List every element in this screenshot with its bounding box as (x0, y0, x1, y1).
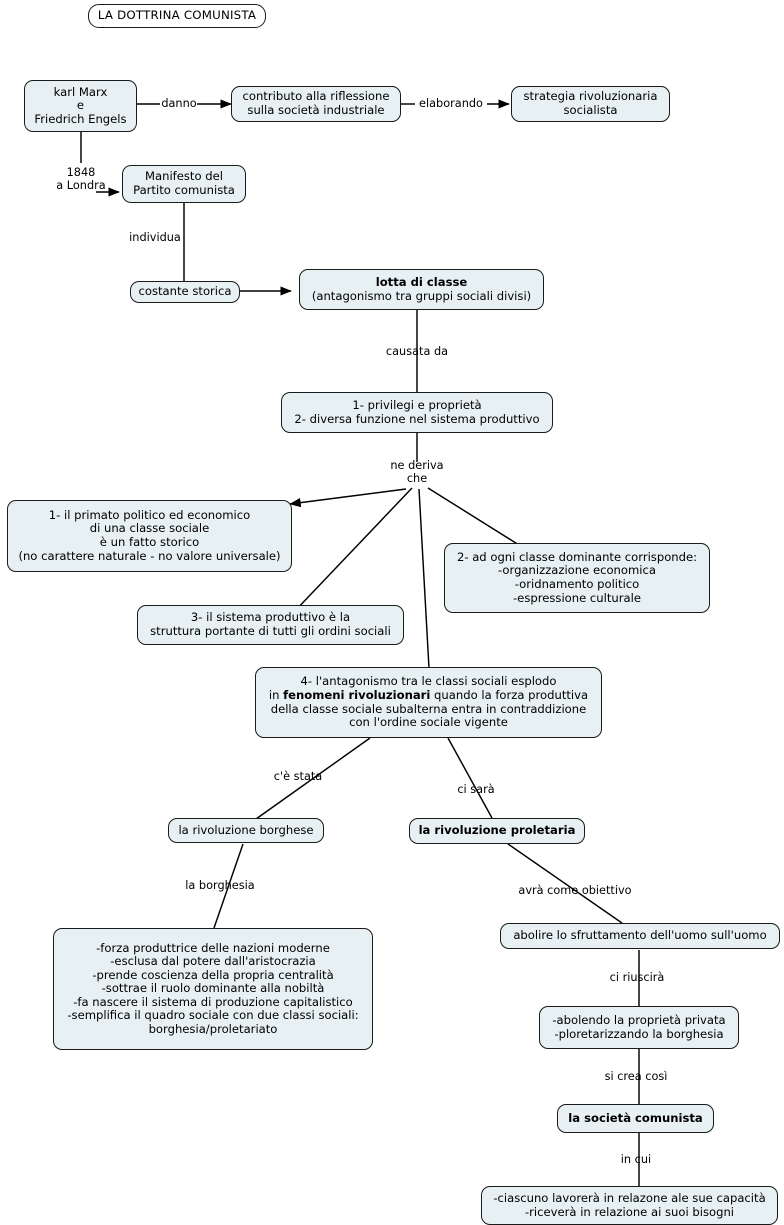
edge-label-causata-da: causata da (385, 345, 449, 358)
edge-junction-punto2 (427, 487, 520, 546)
edge-label-individua: individua (129, 231, 181, 244)
edge-junction-punto1 (289, 488, 407, 508)
edge-label-ci-riuscira: ci riuscirà (609, 971, 665, 984)
node-punto4-line2-bold: fenomeni rivoluzionari (283, 687, 431, 702)
edge-junction-punto4 (418, 488, 430, 669)
node-societa-comunista[interactable]: la società comunista (557, 1104, 714, 1133)
node-borghesia-caratteristiche[interactable]: -forza produttrice delle nazioni moderne… (53, 928, 373, 1050)
node-costante-storica[interactable]: costante storica (130, 281, 240, 303)
node-rivoluzione-proletaria[interactable]: la rivoluzione proletaria (409, 818, 585, 844)
edge-label-la-borghesia: la borghesia (185, 879, 255, 892)
node-punto4-line2-suffix: quando la forza produttiva (430, 687, 589, 702)
node-punto3-sistema-produttivo[interactable]: 3- il sistema produttivo è la struttura … (137, 605, 404, 645)
edge-label-si-crea-cosi: si crea così (604, 1070, 668, 1083)
node-strategia-rivoluzionaria[interactable]: strategia rivoluzionaria socialista (511, 86, 670, 122)
node-punto4-antagonismo-esplode[interactable]: 4- l'antagonismo tra le classi sociali e… (255, 667, 602, 738)
node-punto1-primato-politico[interactable]: 1- il primato politico ed economico di u… (7, 500, 292, 572)
node-contributo-riflessione[interactable]: contributo alla riflessione sulla societ… (231, 86, 401, 122)
edge-punto4-proletaria (447, 737, 493, 819)
edge-label-ne-deriva-che: ne deriva che (390, 459, 444, 485)
map-title: LA DOTTRINA COMUNISTA (88, 4, 266, 28)
node-punto4-line2-prefix: in (268, 687, 284, 702)
edge-label-avra-come-obiettivo: avrà come obiettivo (518, 884, 632, 897)
edge-junction-punto3 (292, 487, 413, 614)
node-punto4-line1: 4- l'antagonismo tra le classi sociali e… (300, 674, 557, 689)
node-punto4-line3: della classe sociale subalterna entra in… (270, 701, 587, 716)
node-lotta-di-classe[interactable]: lotta di classe (antagonismo tra gruppi … (299, 269, 544, 310)
node-rivoluzione-borghese[interactable]: la rivoluzione borghese (168, 818, 324, 843)
node-cause-privilegi-funzione[interactable]: 1- privilegi e proprietà 2- diversa funz… (281, 392, 553, 433)
node-lotta-di-classe-title: lotta di classe (375, 274, 468, 289)
edge-label-ce-stata: c'è stata (273, 770, 323, 783)
edge-label-1848-londra: 1848 a Londra (56, 166, 106, 192)
node-abolendo-proprieta[interactable]: -abolendo la proprietà privata -ploretar… (539, 1006, 739, 1049)
node-marx-engels[interactable]: karl Marx e Friedrich Engels (24, 80, 137, 132)
node-punto4-line4: con l'ordine sociale vigente (349, 715, 508, 730)
edge-label-danno: danno (161, 97, 197, 110)
node-ciascuno-lavorera[interactable]: -ciascuno lavorerà in relazone ale sue c… (481, 1186, 778, 1225)
edge-label-ci-sara: ci sarà (457, 783, 495, 796)
node-lotta-di-classe-subtitle: (antagonismo tra gruppi sociali divisi) (311, 288, 532, 303)
node-abolire-sfruttamento[interactable]: abolire lo sfruttamento dell'uomo sull'u… (500, 923, 780, 949)
edge-label-elaborando: elaborando (419, 97, 483, 110)
node-punto2-classe-dominante[interactable]: 2- ad ogni classe dominante corrisponde:… (444, 543, 710, 613)
node-manifesto-partito-comunista[interactable]: Manifesto del Partito comunista (122, 165, 246, 203)
edge-label-in-cui: in cui (620, 1153, 652, 1166)
node-punto4-line2: in fenomeni rivoluzionari quando la forz… (268, 687, 589, 703)
